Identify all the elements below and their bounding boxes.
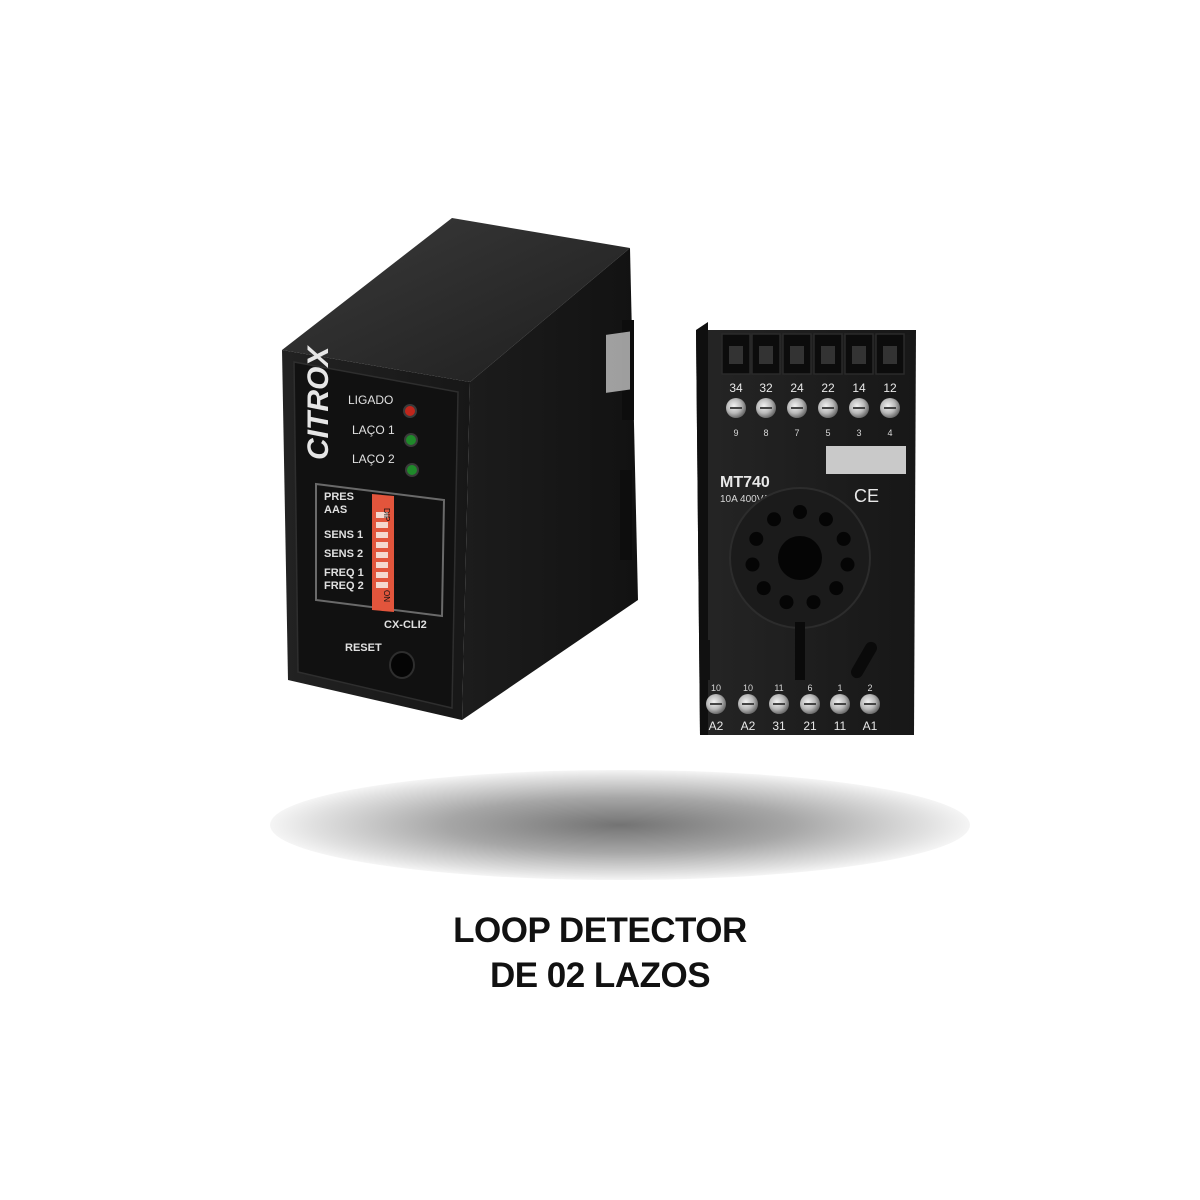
dip-number: 6	[392, 564, 401, 569]
socket-pin-hole	[818, 512, 833, 527]
dip-switch-5[interactable]	[376, 552, 388, 558]
socket-model: MT740	[720, 474, 770, 491]
reset-button[interactable]	[389, 651, 415, 679]
dip-number: 1	[392, 514, 401, 519]
socket-pin-hole	[749, 531, 764, 546]
top-pin-label: 9	[733, 428, 738, 438]
dip-number: 7	[392, 574, 401, 579]
bottom-terminal-label: A2	[709, 719, 724, 733]
led-label-laco1: LAÇO 1	[352, 423, 395, 437]
ce-mark: CE	[854, 486, 879, 506]
bottom-terminal-label: 11	[834, 719, 847, 733]
bottom-terminal-label: 31	[772, 719, 786, 733]
bottom-pin-label: 2	[867, 683, 872, 693]
led-laco1	[404, 433, 418, 447]
bottom-pin-label: 11	[774, 683, 783, 693]
dip-on-label: ON	[382, 590, 391, 602]
dip-label-pres: PRES	[324, 491, 354, 503]
socket-pin-hole	[779, 595, 794, 610]
led-label-ligado: LIGADO	[348, 393, 393, 407]
socket-pin-hole	[806, 595, 821, 610]
dip-switch-2[interactable]	[376, 522, 388, 528]
socket-rating: 10A 400VAC	[720, 494, 777, 505]
top-terminal-label: 22	[821, 381, 835, 395]
bottom-pin-label: 1	[837, 683, 842, 693]
dip-number: 4	[392, 544, 401, 549]
bottom-pin-label: 6	[807, 683, 812, 693]
top-terminal-label: 24	[790, 381, 804, 395]
socket-pin-hole	[745, 557, 760, 572]
terminal-opening	[790, 346, 804, 364]
dip-number: 8	[392, 584, 401, 589]
dip-switch-6[interactable]	[376, 562, 388, 568]
top-pin-label: 4	[887, 428, 892, 438]
top-pin-label: 7	[794, 428, 799, 438]
top-terminal-label: 14	[852, 381, 866, 395]
led-laco2	[405, 463, 419, 477]
terminal-opening	[729, 346, 743, 364]
top-pin-label: 5	[825, 428, 830, 438]
caption-line-1: LOOP DETECTOR	[453, 911, 747, 950]
dip-switch-1[interactable]	[376, 512, 388, 518]
socket-pin-hole	[756, 581, 771, 596]
brand-logo: CITROX	[302, 345, 335, 460]
top-pin-label: 8	[763, 428, 768, 438]
dip-number: 2	[392, 524, 401, 529]
socket-pin-hole	[767, 512, 782, 527]
floor-shadow	[270, 770, 970, 880]
dip-number: 3	[392, 534, 401, 539]
label-plate	[826, 446, 906, 474]
dip-label-freq2: FREQ 2	[324, 580, 364, 592]
loop-detector-unit: CITROX LIGADO LAÇO 1 LAÇO 2 PRES AAS SEN…	[282, 218, 638, 720]
dip-header: DIP	[382, 508, 391, 521]
dip-label-sens2: SENS 2	[324, 548, 363, 560]
top-pin-label: 3	[856, 428, 861, 438]
dip-number: 5	[392, 554, 401, 559]
socket-pin-hole	[829, 581, 844, 596]
bottom-terminal-label: A2	[741, 719, 756, 733]
dip-switch-7[interactable]	[376, 572, 388, 578]
dip-label-freq1: FREQ 1	[324, 567, 364, 579]
dip-panel-frame	[315, 482, 446, 618]
bottom-terminal-label: A1	[863, 719, 878, 733]
socket-center-hole	[778, 536, 822, 580]
dip-switch-4[interactable]	[376, 542, 388, 548]
socket-pin-hole	[836, 531, 851, 546]
dip-switch-3[interactable]	[376, 532, 388, 538]
top-terminal-label: 32	[759, 381, 773, 395]
relay-socket-mt740: MT740 10A 400VAC CE 10A210A211316211112A…	[696, 322, 916, 735]
dip-label-sens1: SENS 1	[324, 529, 363, 541]
dip-switch-block[interactable]: DIP ON	[372, 494, 394, 612]
bottom-pin-label: 10	[743, 683, 753, 693]
terminal-opening	[821, 346, 835, 364]
terminal-opening	[883, 346, 897, 364]
caption-line-2: DE 02 LAZOS	[489, 956, 711, 995]
top-terminal-label: 34	[729, 381, 743, 395]
terminal-opening	[852, 346, 866, 364]
model-label: CX-CLI2	[384, 619, 427, 631]
top-terminal-label: 12	[883, 381, 897, 395]
socket-slot	[795, 622, 805, 680]
socket-pin-hole	[840, 557, 855, 572]
reset-label: RESET	[345, 642, 382, 654]
led-label-laco2: LAÇO 2	[352, 452, 395, 466]
led-ligado	[403, 404, 417, 418]
terminal-opening	[759, 346, 773, 364]
socket-pin-hole	[793, 505, 807, 519]
bottom-terminal-label: 21	[803, 719, 817, 733]
socket-latch-hole	[851, 641, 877, 679]
bottom-pin-label: 10	[711, 683, 721, 693]
dip-label-aas: AAS	[324, 504, 347, 516]
dip-switch-8[interactable]	[376, 582, 388, 588]
